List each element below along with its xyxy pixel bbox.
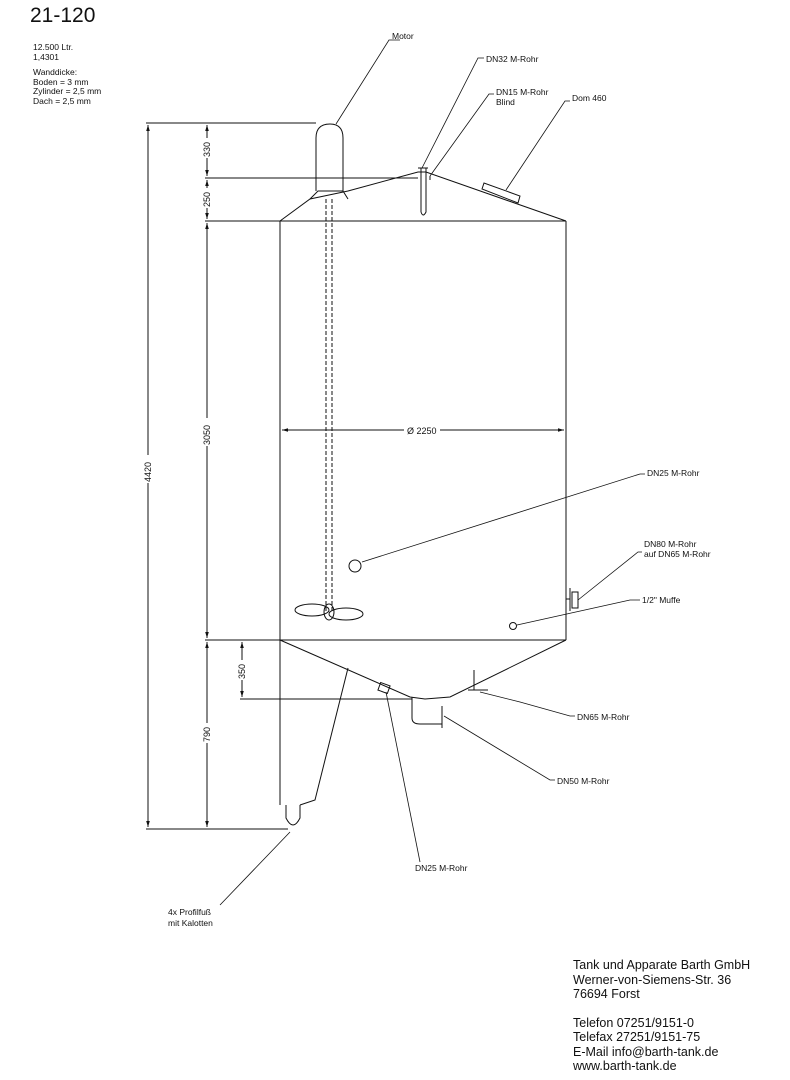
tank-cylinder-outline bbox=[279, 221, 567, 805]
feet-sub-label: mit Kalotten bbox=[168, 918, 213, 928]
wall-cylinder-text: Zylinder = 2,5 mm bbox=[33, 86, 102, 97]
impeller-left bbox=[294, 603, 330, 617]
dn32-leader bbox=[421, 57, 484, 169]
feet-label: 4x Profilfuß bbox=[168, 907, 211, 917]
company-phone: Telefon 07251/9151-0 bbox=[573, 1015, 694, 1030]
dn15-blind-label: Blind bbox=[496, 97, 515, 107]
dn80-leader bbox=[577, 551, 642, 601]
company-name: Tank und Apparate Barth GmbH bbox=[573, 958, 751, 972]
wall-roof-text: Dach = 2,5 mm bbox=[33, 95, 91, 106]
company-website[interactable]: www.barth-tank.de bbox=[573, 1059, 677, 1073]
motor-leader bbox=[335, 39, 400, 125]
dn15-leader bbox=[429, 93, 494, 177]
dn80-nozzle bbox=[566, 588, 579, 611]
cylinder-height-value: 3050 bbox=[202, 425, 212, 445]
wall-thickness-heading: Wanddicke: bbox=[33, 67, 78, 78]
diameter-value: Ø 2250 bbox=[407, 426, 437, 436]
dom-label: Dom 460 bbox=[572, 93, 607, 103]
profile-foot bbox=[285, 805, 301, 826]
dn65-outlet bbox=[468, 670, 488, 691]
company-fax: Telefax 27251/9151-75 bbox=[573, 1030, 701, 1044]
motor-flange bbox=[309, 190, 349, 200]
cone-inner-line bbox=[299, 667, 349, 806]
agitator-shaft bbox=[325, 199, 333, 612]
dn25-bottom-port bbox=[377, 681, 391, 695]
dn80-label: DN80 M-Rohr bbox=[644, 539, 697, 549]
material-text: 1,4301 bbox=[33, 51, 59, 62]
dn25-side-leader bbox=[361, 473, 645, 563]
tank-specs: 12.500 Ltr. 1,4301 Wanddicke: Boden = 3 … bbox=[33, 42, 102, 107]
dn65-leader bbox=[479, 691, 575, 717]
motor-height-value: 330 bbox=[202, 142, 212, 157]
dom-leader bbox=[505, 100, 570, 191]
volume-text: 12.500 Ltr. bbox=[33, 42, 74, 52]
dn50-leader bbox=[443, 715, 555, 781]
roof-height-value: 250 bbox=[202, 192, 212, 207]
dn25-side-label: DN25 M-Rohr bbox=[647, 468, 700, 478]
dn50-outlet bbox=[411, 697, 443, 728]
tank-roof bbox=[279, 171, 567, 222]
motor-housing bbox=[315, 123, 344, 191]
drawing-number: 21-120 bbox=[30, 4, 96, 27]
muffe-port bbox=[509, 622, 517, 630]
cone-bottom bbox=[279, 639, 567, 700]
dn65-label: DN65 M-Rohr bbox=[577, 712, 630, 722]
muffe-label: 1/2" Muffe bbox=[642, 595, 681, 605]
company-city: 76694 Forst bbox=[573, 987, 640, 1001]
dn50-label: DN50 M-Rohr bbox=[557, 776, 610, 786]
feet-leader bbox=[219, 831, 291, 906]
impeller-hub bbox=[323, 603, 335, 621]
dome-460 bbox=[481, 182, 521, 204]
dn15-label: DN15 M-Rohr bbox=[496, 87, 549, 97]
total-height-value: 4420 bbox=[143, 462, 153, 482]
wall-bottom-text: Boden = 3 mm bbox=[33, 76, 89, 87]
company-info: Tank und Apparate Barth GmbH Werner-von-… bbox=[573, 958, 750, 1074]
company-street: Werner-von-Siemens-Str. 36 bbox=[573, 972, 732, 987]
company-email[interactable]: E-Mail info@barth-tank.de bbox=[573, 1044, 719, 1059]
impeller-right bbox=[328, 607, 364, 621]
dn80-sub-label: auf DN65 M-Rohr bbox=[644, 549, 711, 559]
dn32-label: DN32 M-Rohr bbox=[486, 54, 539, 64]
dn25-side-port bbox=[348, 559, 362, 573]
outlet-offset-value: 350 bbox=[237, 664, 247, 679]
dn25-bottom-label: DN25 M-Rohr bbox=[415, 863, 468, 873]
dn25-bottom-leader bbox=[385, 691, 421, 863]
cone-height-value: 790 bbox=[202, 727, 212, 742]
dn32-nozzle bbox=[418, 167, 428, 216]
muffe-leader bbox=[516, 599, 640, 626]
motor-label: Motor bbox=[392, 31, 414, 41]
